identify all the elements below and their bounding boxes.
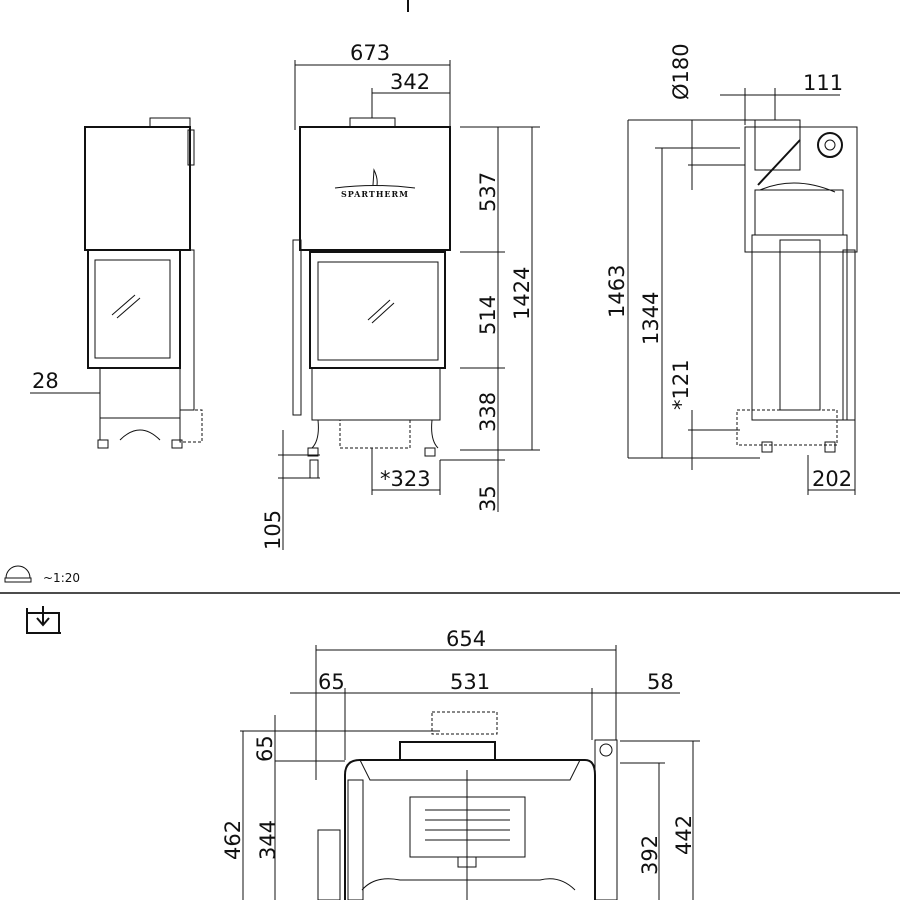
dim-105: 105	[261, 510, 285, 550]
dim-1344: 1344	[639, 292, 663, 345]
dim-1424: 1424	[510, 267, 534, 320]
dim-323: *323	[380, 467, 431, 491]
protractor-icon	[5, 565, 31, 579]
dim-202: 202	[812, 467, 852, 491]
dim-35: 35	[476, 485, 500, 512]
top-view: 654 65 531 58 65 462 344 392 442	[221, 627, 700, 900]
front-view: SPARTHERM 673 342 537 514 1424 338 35 *3…	[261, 41, 540, 550]
dim-531: 531	[450, 670, 490, 694]
dim-121: *121	[669, 359, 693, 410]
dim-1463: 1463	[605, 265, 629, 318]
dim-338: 338	[476, 392, 500, 432]
dim-344: 344	[256, 820, 280, 860]
dim-180: Ø180	[669, 43, 693, 100]
dim-392: 392	[638, 835, 662, 875]
side-view: 1463 1344 Ø180 *121 111 202	[605, 43, 858, 495]
dim-514: 514	[476, 295, 500, 335]
dim-342: 342	[390, 70, 430, 94]
dim-65-width: 65	[318, 670, 345, 694]
dim-111: 111	[803, 71, 843, 95]
top-view-icon	[26, 606, 61, 634]
dim-537: 537	[476, 172, 500, 212]
dim-654: 654	[446, 627, 486, 651]
dim-58: 58	[647, 670, 674, 694]
left-view: 28	[30, 117, 203, 449]
dim-673: 673	[350, 41, 390, 65]
dim-442: 442	[672, 815, 696, 855]
dim-462: 462	[221, 820, 245, 860]
scale-label: ~1:20	[43, 571, 80, 585]
spartherm-logo: SPARTHERM	[341, 189, 409, 199]
dim-28: 28	[32, 369, 59, 393]
scale-indicator: ~1:20	[4, 565, 80, 585]
dim-65-depth: 65	[253, 735, 277, 762]
